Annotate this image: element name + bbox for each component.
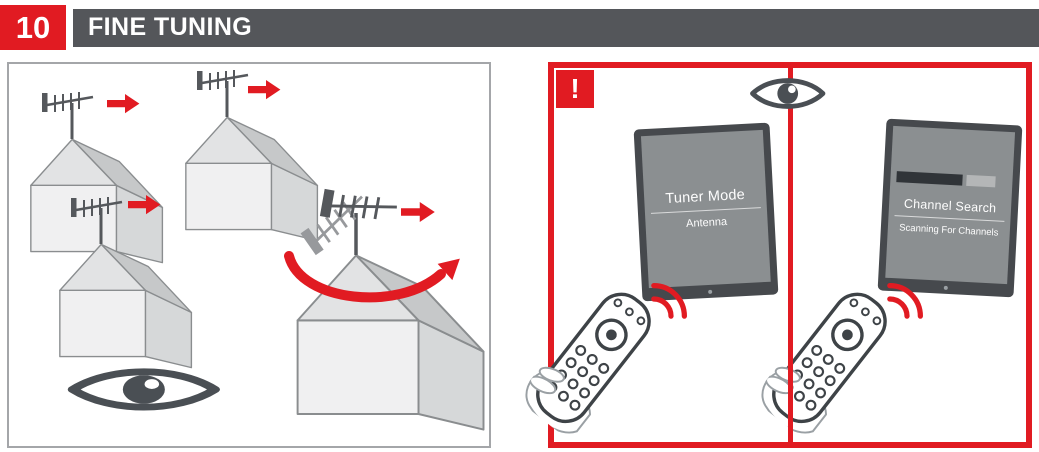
house-2 [185, 68, 319, 242]
progress-filled [896, 170, 963, 186]
channel-search-scene: Channel Search Scanning For Channels [761, 68, 1026, 442]
tv-power-led [708, 289, 713, 294]
house-4-rotating-antenna [284, 186, 485, 431]
header: 10 FINE TUNING [0, 5, 1039, 50]
remote-control-icon [761, 292, 887, 434]
tv-screen-subtitle: Antenna [685, 216, 728, 231]
panel-divider [787, 68, 793, 442]
progress-remaining [966, 174, 996, 188]
tv-screen: Tuner Mode Antenna [640, 129, 771, 289]
house-1 [30, 90, 164, 264]
ir-signal-waves-icon [651, 283, 687, 319]
dpad [595, 318, 628, 352]
tv-display: Tuner Mode Antenna [633, 122, 779, 302]
dpad [831, 318, 864, 352]
tv-tuning-panel: ! Tuner Mode Antenna [525, 62, 1032, 448]
title-bar: FINE TUNING [73, 8, 1039, 47]
red-right-arrow-icon [401, 202, 435, 222]
eye-icon [67, 368, 220, 411]
tv-power-led [943, 285, 948, 290]
tv-screen-subtitle: Scanning For Channels [898, 222, 999, 239]
tv-screen-divider [650, 206, 761, 215]
antenna-adjustment-panel [7, 62, 491, 448]
ir-signal-waves-icon [887, 283, 923, 319]
red-right-arrow-icon [248, 80, 281, 100]
tv-screen-divider [894, 214, 1005, 223]
warning-badge: ! [556, 70, 594, 108]
eye-icon [750, 78, 826, 109]
split-scenes: Tuner Mode Antenna [525, 68, 1026, 442]
antenna-icon [195, 68, 250, 119]
tv-screen-title: Channel Search [903, 196, 997, 216]
finger [538, 366, 565, 383]
antenna-icon [40, 90, 95, 141]
scan-progress-bar [896, 170, 1006, 188]
tv-screen: Channel Search Scanning For Channels [885, 125, 1016, 285]
tuner-mode-scene: Tuner Mode Antenna [525, 68, 790, 442]
page-title: FINE TUNING [88, 13, 253, 41]
red-right-arrow-icon [107, 94, 140, 114]
step-number-badge: 10 [0, 5, 66, 50]
remote-control-icon [525, 292, 651, 434]
antenna-icon [320, 186, 400, 229]
step-number: 10 [15, 9, 51, 45]
finger [529, 375, 557, 395]
tv-display: Channel Search Scanning For Channels [877, 118, 1023, 298]
red-curved-rotation-arrow-icon [284, 251, 460, 303]
tv-screen-title: Tuner Mode [665, 186, 746, 207]
warning-exclamation: ! [570, 73, 580, 104]
rooftop-antenna-houses-illustration [30, 68, 485, 431]
